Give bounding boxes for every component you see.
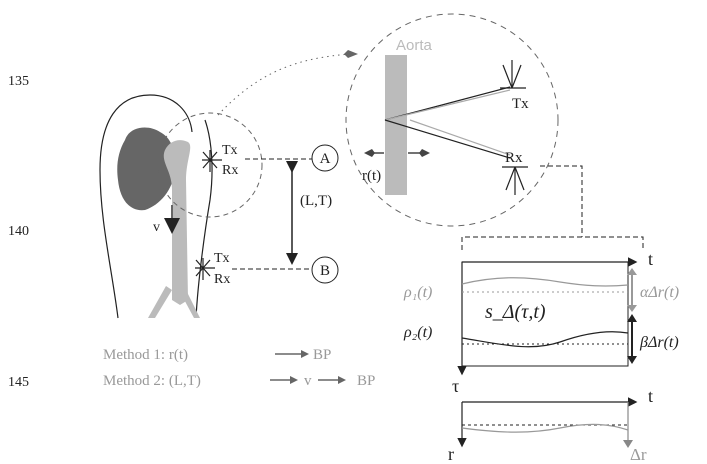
t-axis-label: t [648,249,653,269]
point-b-circle [311,256,339,284]
alpha-shift-label: αΔr(t) [640,284,679,301]
rho2-curve [461,331,629,348]
aorta-label: Aorta [396,37,433,54]
method-2-label: Method 2: (L,T) [103,373,201,389]
aorta-vessel [163,140,191,305]
aorta-branch-left [148,286,172,318]
method-1-label: Method 1: r(t) [103,347,188,363]
sensor-b-rx-label: Rx [214,272,230,287]
radius-label: r(t) [362,168,381,184]
sensor-a-rx-label: Rx [222,163,238,178]
aorta-zoom-circle [345,13,559,227]
zoom-link [217,53,351,116]
tau-axis-label: τ [452,376,459,396]
heart-shape [117,127,176,211]
line-number-145: 145 [8,375,29,390]
t-axis-label-lower: t [648,386,653,406]
zoom-tx-icon [500,60,526,89]
point-b-label: B [320,263,330,279]
method-2-velocity: v [304,373,312,389]
rho2-label: ρ₂(t) [403,324,432,341]
beta-shift-label: βΔr(t) [639,334,679,351]
aorta-segment [385,55,407,195]
chest-zoom-circle [157,112,263,218]
sensor-b-tx-label: Tx [214,251,230,266]
velocity-label: v [153,220,160,235]
rx-to-plot-link [540,165,583,237]
rho1-label: ρ₁(t) [403,284,432,301]
signal-label: s_Δ(τ,t) [485,301,546,323]
delta-r-curve [461,423,629,433]
zoom-rx-icon [502,166,528,195]
point-a-label: A [320,151,331,167]
plot-bracket [461,236,644,250]
point-a-circle [311,144,339,172]
sensor-a-tx-label: Tx [222,143,238,158]
sensor-a-icon [202,150,222,172]
line-number-140: 140 [8,224,29,239]
zoom-tx-label: Tx [512,96,529,112]
r-axis-label: r [448,444,454,464]
method-2-result: BP [357,373,375,389]
zoom-rx-label: Rx [505,150,523,166]
delta-r-label: Δr [630,445,647,464]
rho1-curve [461,277,629,287]
body-outline [99,94,193,319]
body-outline-right [195,119,213,319]
aorta-branch-right [180,290,200,318]
distance-time-label: (L,T) [300,193,332,209]
method-1-result: BP [313,347,331,363]
sensor-b-icon [195,258,215,280]
line-number-135: 135 [8,74,29,89]
